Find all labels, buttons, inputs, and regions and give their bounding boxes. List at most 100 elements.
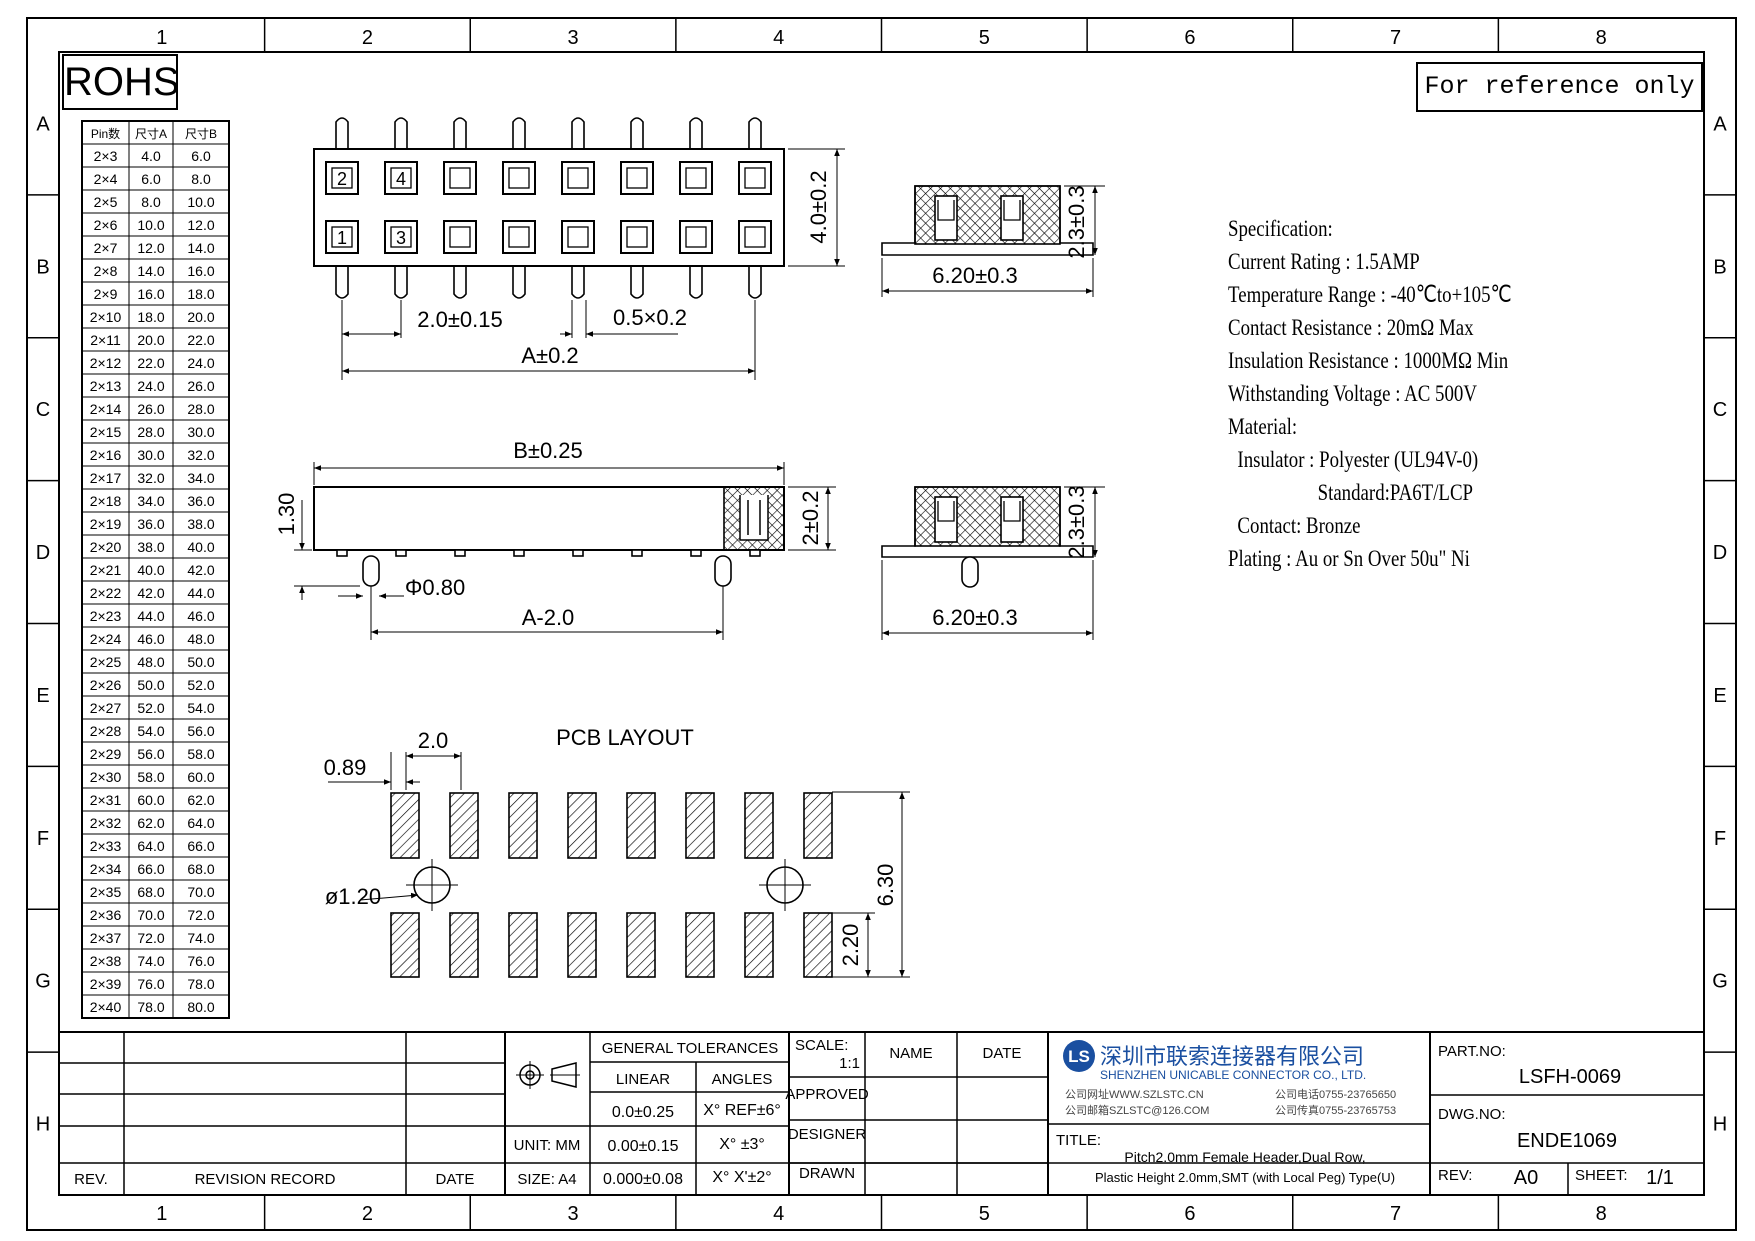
frame-col-label: 7 <box>1390 27 1401 49</box>
pin-number: 4 <box>396 169 406 189</box>
pcb-dim-pad-width: 0.89 <box>324 755 367 780</box>
pin-table-cell: 2×7 <box>94 240 118 256</box>
pin-table-cell: 44.0 <box>187 585 214 601</box>
pin-table-cell: 2×38 <box>90 953 122 969</box>
pin-table-cell: 78.0 <box>187 976 214 992</box>
company-logo: LS <box>1063 1040 1095 1072</box>
pin-table-cell: 2×10 <box>90 309 122 325</box>
pin-table-cell: 74.0 <box>137 953 164 969</box>
pin-table-cell: 12.0 <box>137 240 164 256</box>
company-fax: 公司传真0755-23765753 <box>1275 1103 1396 1117</box>
pin-table-cell: 68.0 <box>137 884 164 900</box>
end2-dim-width: 6.20±0.3 <box>932 605 1017 630</box>
pin-table-cell: 66.0 <box>187 838 214 854</box>
tol-angle-3: X° X'±2° <box>712 1169 771 1186</box>
pin-table-cell: 52.0 <box>187 677 214 693</box>
frame-row-label: D <box>1713 542 1727 564</box>
pin-table-cell: 2×33 <box>90 838 122 854</box>
frame-row-label: B <box>1713 256 1726 278</box>
top-dim-pitch: 2.0±0.15 <box>417 307 502 332</box>
pin-table-cell: 70.0 <box>137 907 164 923</box>
pin-table-cell: 40.0 <box>187 539 214 555</box>
pin-table-cell: 2×9 <box>94 286 118 302</box>
pin-table-cell: 30.0 <box>187 424 214 440</box>
pin-table-cell: 38.0 <box>137 539 164 555</box>
pin-table-cell: 56.0 <box>187 723 214 739</box>
title-block <box>59 1031 1704 1195</box>
pin-table-cell: 6.0 <box>191 148 211 164</box>
company-email: 公司邮箱SZLSTC@126.COM <box>1065 1103 1209 1117</box>
pin-table-cell: 2×29 <box>90 746 122 762</box>
pin-table-cell: 4.0 <box>141 148 161 164</box>
pin-table-cell: 54.0 <box>187 700 214 716</box>
pcb-layout <box>328 752 910 978</box>
pin-table-cell: 80.0 <box>187 999 214 1015</box>
spec-line: Current Rating : 1.5AMP <box>1228 249 1420 274</box>
pin-table-cell: Pin数 <box>91 126 120 141</box>
spec-line: Contact Resistance : 20mΩ Max <box>1228 315 1474 340</box>
tol-linear-1: 0.0±0.25 <box>612 1104 674 1121</box>
title-label: TITLE: <box>1056 1132 1101 1149</box>
pin-table-cell: 76.0 <box>137 976 164 992</box>
pin-table-cell: 58.0 <box>137 769 164 785</box>
pin-table-cell: 52.0 <box>137 700 164 716</box>
spec-line: Insulator : Polyester (UL94V-0) <box>1228 447 1479 472</box>
pin-table-cell: 28.0 <box>187 401 214 417</box>
pin-table-cell: 66.0 <box>137 861 164 877</box>
pin-table-cell: 76.0 <box>187 953 214 969</box>
frame-row-label: F <box>37 828 49 850</box>
pin-table-cell: 60.0 <box>137 792 164 808</box>
sheet-value: 1/1 <box>1646 1167 1674 1189</box>
pin-table-cell: 2×11 <box>90 332 121 348</box>
svg-text:LS: LS <box>1068 1047 1090 1066</box>
frame-col-label: 5 <box>979 1203 990 1225</box>
pin-table-cell: 2×22 <box>90 585 122 601</box>
pin-number: 2 <box>337 169 347 189</box>
side-dim-peg: Φ0.80 <box>405 575 465 600</box>
spec-line: Temperature Range : -40℃to+105℃ <box>1228 282 1512 307</box>
pin-table-cell: 2×34 <box>90 861 122 877</box>
pin-table-cell: 62.0 <box>137 815 164 831</box>
pin-table-cell: 2×14 <box>90 401 122 417</box>
pin-table-cell: 44.0 <box>137 608 164 624</box>
pin-table-cell: 58.0 <box>187 746 214 762</box>
side-dim-2: 2±0.2 <box>798 491 823 546</box>
pin-table-cell: 2×32 <box>90 815 122 831</box>
pin-table-cell: 2×5 <box>94 194 118 210</box>
pin-table-cell: 28.0 <box>137 424 164 440</box>
date-header: DATE <box>983 1045 1022 1062</box>
tol-angle-2: X° ±3° <box>719 1136 765 1153</box>
frame-col-label: 8 <box>1596 27 1607 49</box>
pin-table-cell: 尺寸B <box>185 127 217 141</box>
frame-col-label: 5 <box>979 27 990 49</box>
rev-date-header: DATE <box>436 1171 475 1188</box>
pin-number: 1 <box>337 228 347 248</box>
pin-table-cell: 22.0 <box>187 332 214 348</box>
pin-table-cell: 18.0 <box>187 286 214 302</box>
tol-angle-1: X° REF±6° <box>703 1102 781 1119</box>
pcb-dim-span: 6.30 <box>873 864 898 907</box>
frame-row-label: A <box>36 113 50 135</box>
pin-table-cell: 24.0 <box>187 355 214 371</box>
pin-table-cell: 36.0 <box>187 493 214 509</box>
pin-table-cell: 64.0 <box>187 815 214 831</box>
end-view-1 <box>881 185 1105 297</box>
pin-table-cell: 54.0 <box>137 723 164 739</box>
pin-table-cell: 2×20 <box>90 539 122 555</box>
pin-table-cell: 74.0 <box>187 930 214 946</box>
end1-dim-width: 6.20±0.3 <box>932 263 1017 288</box>
title-block-text: REV. REVISION RECORD DATE UNIT: MM SIZE:… <box>74 1037 1674 1189</box>
frame-col-label: 6 <box>1184 27 1195 49</box>
pin-table-cell: 12.0 <box>187 217 214 233</box>
pin-table-cell: 2×40 <box>90 999 122 1015</box>
pin-table-cell: 22.0 <box>137 355 164 371</box>
pin-table-cell: 2×8 <box>94 263 118 279</box>
pcb-dim-hole: ø1.20 <box>325 884 381 909</box>
frame-col-label: 8 <box>1596 1203 1607 1225</box>
top-dim-pin: 0.5×0.2 <box>613 305 687 330</box>
pin-table-cell: 30.0 <box>137 447 164 463</box>
pin-table-cell: 2×19 <box>90 516 122 532</box>
pin-table-cell: 2×21 <box>90 562 122 578</box>
